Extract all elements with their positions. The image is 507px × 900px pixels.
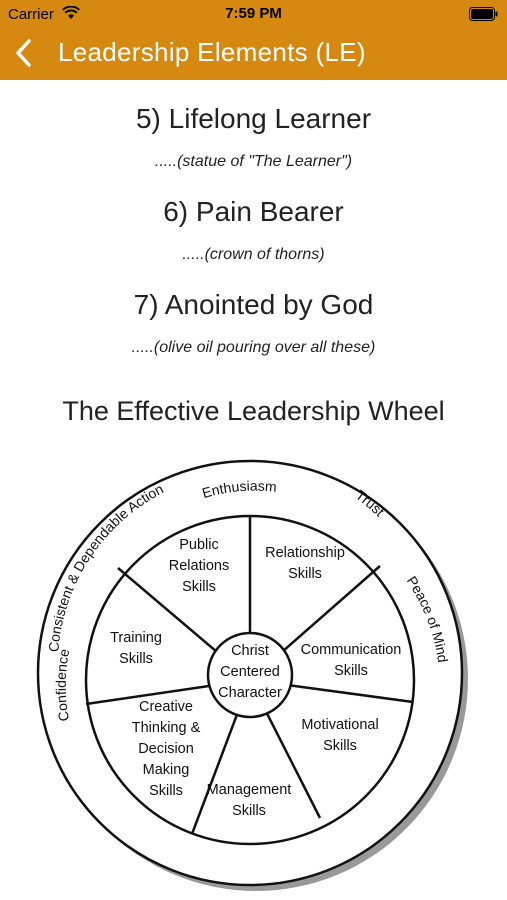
wheel-hub: [206, 631, 294, 719]
segment-creative-line-2: Thinking &: [132, 720, 201, 736]
segment-public-relations-line-2: Relations: [169, 558, 229, 574]
element-subtitle-5: .....(statue of "The Learner"): [154, 153, 353, 170]
segment-motivational-line-2: Skills: [323, 738, 357, 754]
hub-text-line-3: Character: [218, 685, 282, 701]
segment-training-line-1: Training: [110, 630, 162, 646]
segment-public-relations-line-3: Skills: [182, 579, 216, 595]
segment-relationship-line-2: Skills: [288, 566, 322, 582]
segment-training-line-2: Skills: [119, 651, 153, 667]
leadership-wheel-diagram: Christ Centered Character Public Relatio…: [36, 459, 468, 891]
segment-relationship-line-1: Relationship: [265, 545, 345, 561]
segment-creative-line-1: Creative: [139, 699, 193, 715]
segment-motivational-line-1: Motivational: [301, 717, 378, 733]
ring-label-confidence: Confidence: [53, 647, 73, 722]
wifi-icon: [62, 5, 80, 24]
segment-communication-line-2: Skills: [334, 663, 368, 679]
navigation-bar: Carrier 7:59 PM Leadership Elements (LE): [0, 0, 507, 80]
segment-communication-line-1: Communication: [301, 642, 402, 658]
segment-public-relations-line-1: Public: [179, 537, 219, 553]
hub-text-line-2: Centered: [220, 664, 280, 680]
segment-creative-line-4: Making: [143, 762, 190, 778]
hub-text-line-1: Christ: [231, 643, 269, 659]
carrier-label: Carrier: [8, 6, 54, 23]
element-subtitle-7: .....(olive oil pouring over all these): [131, 339, 376, 356]
nav-header: Leadership Elements (LE): [0, 28, 507, 80]
element-title-7: 7) Anointed by God: [133, 289, 374, 320]
element-title-5: 5) Lifelong Learner: [135, 103, 372, 134]
segment-management-line-1: Management: [207, 782, 292, 798]
element-title-6: 6) Pain Bearer: [163, 196, 344, 227]
status-time: 7:59 PM: [225, 5, 282, 22]
back-button[interactable]: [14, 38, 34, 68]
segment-creative-line-3: Decision: [138, 741, 194, 757]
page-title: Leadership Elements (LE): [58, 37, 366, 67]
battery-icon: [469, 7, 499, 21]
segment-creative-line-5: Skills: [149, 783, 183, 799]
segment-management-line-2: Skills: [232, 803, 266, 819]
element-subtitle-6: .....(crown of thorns): [182, 246, 325, 263]
status-bar: Carrier 7:59 PM: [0, 0, 507, 28]
chevron-left-icon: [16, 39, 31, 67]
wheel-heading: The Effective Leadership Wheel: [62, 396, 445, 426]
